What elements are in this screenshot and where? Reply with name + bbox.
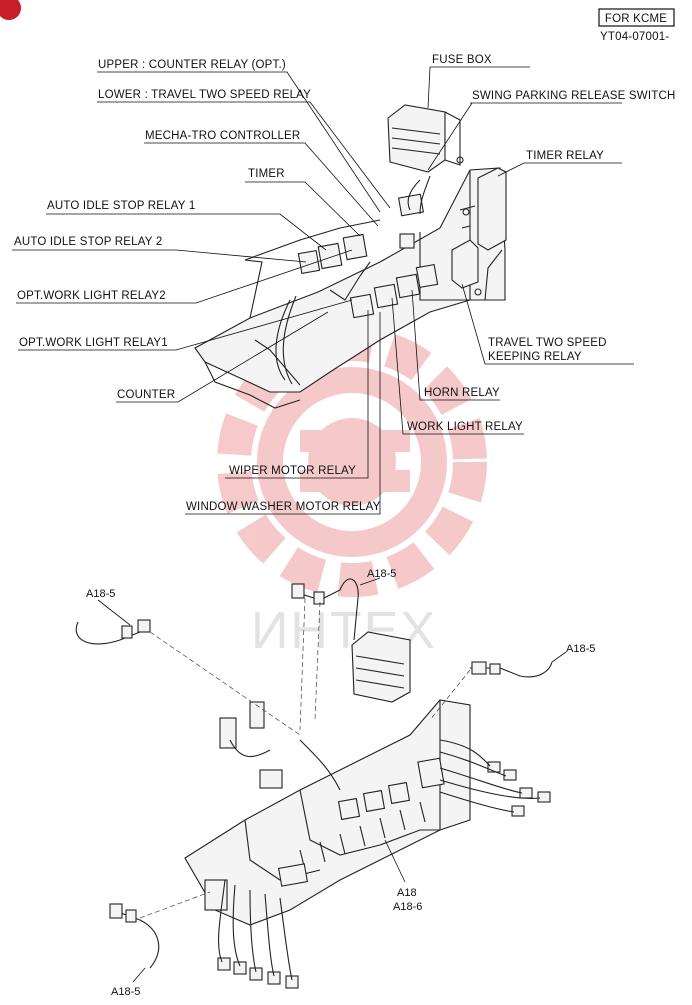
model-box-frame (598, 8, 675, 27)
label-travel-two-speed-keeping-relay-line2: KEEPING RELAY (488, 351, 582, 363)
label-horn-relay: HORN RELAY (424, 387, 500, 399)
label-counter: COUNTER (117, 389, 175, 401)
label-swing-parking-release-switch: SWING PARKING RELEASE SWITCH (472, 90, 675, 102)
label-timer: TIMER (248, 168, 285, 180)
serial-number: YT04-07001- (600, 31, 669, 43)
ref-a18-5-top: A18-5 (367, 568, 396, 580)
corner-mark (0, 0, 22, 21)
ref-a18-5-bottom: A18-5 (111, 986, 140, 998)
ref-a18-6: A18-6 (393, 901, 422, 913)
model-box: FOR KCME (605, 13, 667, 25)
label-lower-travel-two-speed-relay: LOWER : TRAVEL TWO SPEED RELAY (98, 89, 311, 101)
bottom-labels: A18-5 A18-5 A18-5 A18 A18-6 A18-5 (86, 568, 595, 998)
label-auto-idle-stop-relay-1: AUTO IDLE STOP RELAY 1 (47, 200, 195, 212)
top-labels: UPPER : COUNTER RELAY (OPT.) LOWER : TRA… (14, 54, 675, 513)
ref-a18-5-right: A18-5 (566, 643, 595, 655)
top-leader-lines (12, 66, 634, 515)
bottom-leader-lines (97, 577, 567, 983)
ref-a18-5-left: A18-5 (86, 588, 115, 600)
ref-a18: A18 (397, 887, 417, 899)
label-upper-counter-relay: UPPER : COUNTER RELAY (OPT.) (98, 59, 286, 71)
label-fuse-box: FUSE BOX (432, 54, 492, 66)
label-wiper-motor-relay: WIPER MOTOR RELAY (229, 465, 356, 477)
label-opt-work-light-relay2: OPT.WORK LIGHT RELAY2 (17, 290, 166, 302)
label-timer-relay: TIMER RELAY (526, 150, 604, 162)
relay-board-assembly (194, 104, 507, 409)
harness-assembly (75, 578, 553, 989)
label-mecha-tro-controller: MECHA-TRO CONTROLLER (145, 130, 300, 142)
label-window-washer-motor-relay: WINDOW WASHER MOTOR RELAY (186, 501, 381, 513)
label-auto-idle-stop-relay-2: AUTO IDLE STOP RELAY 2 (14, 236, 162, 248)
label-travel-two-speed-keeping-relay-line1: TRAVEL TWO SPEED (488, 337, 607, 349)
label-opt-work-light-relay1: OPT.WORK LIGHT RELAY1 (19, 337, 168, 349)
label-work-light-relay: WORK LIGHT RELAY (407, 421, 523, 433)
